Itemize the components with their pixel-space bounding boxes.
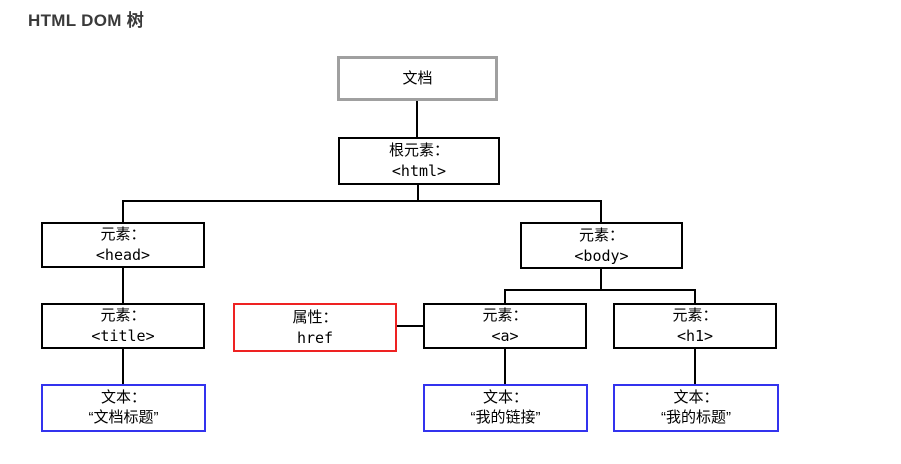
node-attribute-href: 属性： href: [233, 303, 397, 352]
node-body: 元素： <body>: [520, 222, 683, 269]
node-head-label: 元素：: [100, 226, 146, 243]
connector-attr-a: [396, 325, 424, 327]
node-body-label: 元素：: [578, 226, 624, 244]
node-text-document-title-value: “文档标题”: [88, 409, 159, 426]
connector-body-branch: [504, 289, 696, 291]
node-head-tag: <head>: [95, 246, 151, 264]
connector-branch-body: [600, 200, 602, 223]
node-h1-element: 元素： <h1>: [613, 303, 777, 349]
node-root-html-label: 根元素：: [388, 142, 449, 159]
node-document-label: 文档: [402, 69, 433, 87]
connector-title-text: [122, 348, 124, 385]
node-h1-element-label: 元素：: [672, 307, 718, 324]
node-text-my-heading: 文本： “我的标题”: [613, 384, 779, 432]
connector-branch-a: [504, 289, 506, 304]
connector-branch-head: [122, 200, 124, 223]
connector-body-stem: [600, 268, 602, 291]
node-title-element-label: 元素：: [100, 307, 146, 324]
node-a-element: 元素： <a>: [423, 303, 587, 349]
connector-branch-h1: [694, 289, 696, 304]
node-text-my-link-value: “我的链接”: [470, 409, 541, 426]
connector-h1-text: [694, 348, 696, 385]
node-text-my-link-label: 文本：: [482, 389, 528, 406]
node-text-document-title: 文本： “文档标题”: [41, 384, 206, 432]
node-text-my-heading-label: 文本：: [673, 389, 719, 406]
node-root-html-tag: <html>: [391, 162, 447, 180]
node-document: 文档: [337, 56, 498, 101]
node-text-my-link: 文本： “我的链接”: [423, 384, 588, 432]
node-a-element-tag: <a>: [491, 327, 519, 345]
node-head: 元素： <head>: [41, 222, 205, 268]
connector-head-title: [122, 267, 124, 304]
connector-document-html: [416, 100, 418, 138]
node-attribute-href-label: 属性：: [292, 308, 338, 326]
connector-a-text: [504, 348, 506, 385]
node-h1-element-tag: <h1>: [676, 327, 714, 345]
connector-html-stem: [417, 184, 419, 202]
connector-html-branch: [122, 200, 602, 202]
node-body-tag: <body>: [574, 246, 629, 265]
node-text-my-heading-value: “我的标题”: [661, 409, 731, 426]
node-a-element-label: 元素：: [482, 307, 528, 324]
node-attribute-href-value: href: [296, 328, 334, 347]
node-text-document-title-label: 文本：: [100, 389, 146, 406]
node-title-element-tag: <title>: [91, 327, 155, 345]
node-title-element: 元素： <title>: [41, 303, 205, 349]
page-title: HTML DOM 树: [28, 11, 145, 30]
node-root-html: 根元素： <html>: [338, 137, 500, 185]
